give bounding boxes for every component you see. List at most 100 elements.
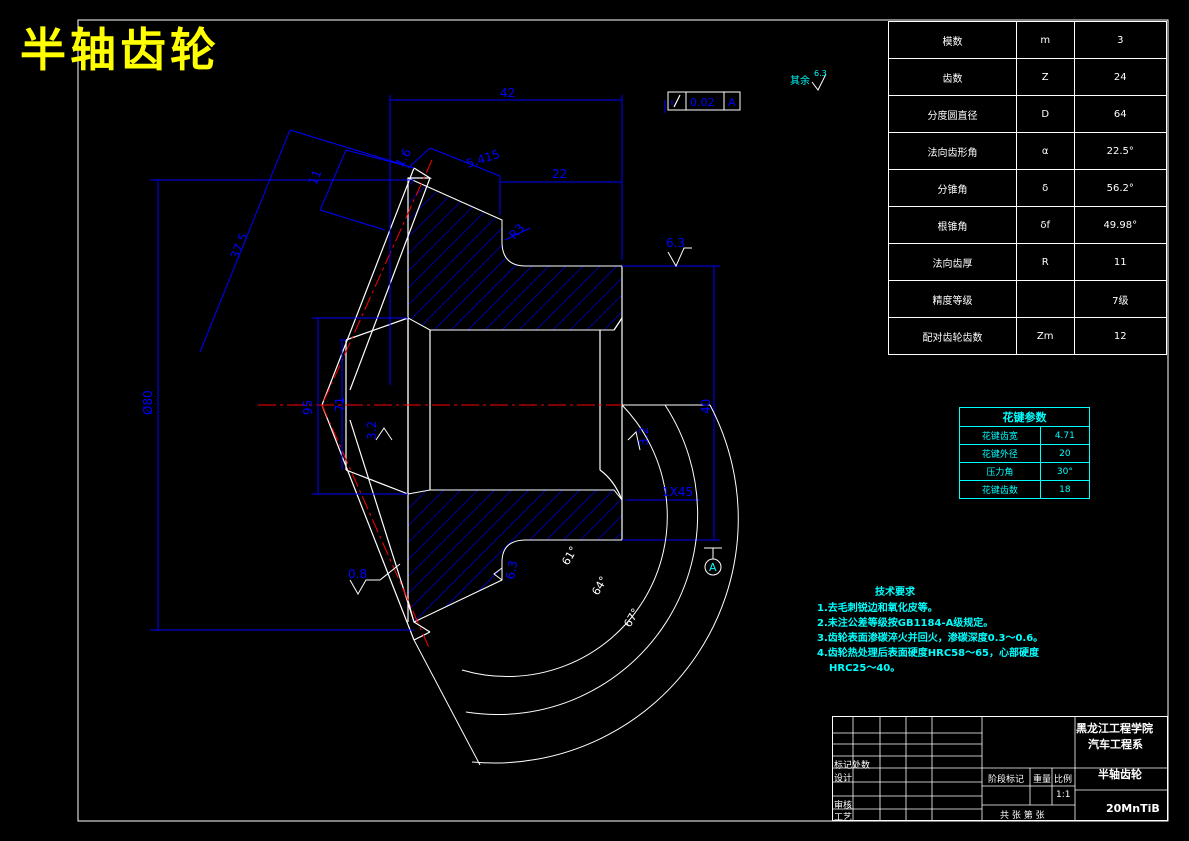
rest-roughness: 其余 — [790, 74, 810, 87]
title-block — [832, 716, 1168, 821]
dim-63-top: 6.3 — [666, 236, 685, 250]
gear-param-symbol: Z — [1015, 58, 1075, 96]
tech-requirements-title: 技术要求 — [875, 587, 915, 598]
gear-param-value: 11 — [1073, 243, 1168, 281]
gear-param-value: 12 — [1073, 317, 1168, 355]
gear-param-name: 根锥角 — [888, 206, 1017, 244]
gear-param-symbol — [1015, 280, 1075, 318]
gear-param-symbol: Zm — [1015, 317, 1075, 355]
gear-param-symbol: δ — [1015, 169, 1075, 207]
tech-requirement-item: 3.齿轮表面渗碳淬火并回火，渗碳深度0.3～0.6。 — [817, 633, 1044, 644]
gear-param-value: 3 — [1073, 21, 1168, 59]
gear-param-row: 精度等级 7级 — [888, 280, 1168, 318]
dim-08: 0.8 — [348, 567, 367, 581]
scale-label: 比例 — [1054, 775, 1073, 785]
dim-r3: R3 — [506, 221, 527, 242]
gear-param-name: 分度圆直径 — [888, 95, 1017, 133]
dim-5415: 5.415 — [465, 147, 502, 171]
spline-param-value: 30° — [1039, 462, 1091, 481]
weight-label: 重量 — [1033, 775, 1052, 785]
drawing-border — [77, 19, 1169, 822]
spline-param-value: 20 — [1039, 444, 1091, 463]
spline-param-name: 花键齿宽 — [959, 426, 1041, 445]
check-label: 审核 — [834, 801, 853, 811]
process-label: 工艺 — [834, 813, 853, 823]
spline-param-value: 4.71 — [1039, 426, 1091, 445]
gear-param-value: 7级 — [1073, 280, 1168, 318]
upper-hatch-section — [407, 177, 623, 331]
tech-requirements: 技术要求 1.去毛刺锐边和氧化皮等。 2.未注公差等级按GB1184-A级规定。… — [817, 585, 1043, 676]
rest-roughness-value: 6.3 — [814, 69, 827, 78]
tech-requirement-item: 1.去毛刺锐边和氧化皮等。 — [817, 603, 938, 614]
material: 20MnTiB — [1106, 802, 1160, 815]
drawing-title: 半轴齿轮 — [20, 23, 220, 77]
pitch-cone-line-upper — [321, 159, 433, 406]
pitch-cone-line-lower — [321, 404, 431, 651]
dim-42: 42 — [500, 86, 515, 100]
scale-value: 1:1 — [1056, 790, 1071, 800]
tolerance-ref: A — [728, 96, 736, 109]
tech-requirement-item: 4.齿轮热处理后表面硬度HRC58～65，心部硬度 — [817, 648, 1039, 659]
dim-61: 61° — [559, 544, 580, 567]
tolerance-value: 0.02 — [690, 96, 715, 109]
gear-param-symbol: α — [1015, 132, 1075, 170]
tech-requirement-item: 2.未注公差等级按GB1184-A级规定。 — [817, 618, 994, 629]
gear-param-value: 49.98° — [1073, 206, 1168, 244]
design-label: 设计 — [834, 774, 853, 784]
gear-param-symbol: D — [1015, 95, 1075, 133]
tolerance-frame — [667, 91, 741, 111]
dim-375: 37.5 — [228, 231, 251, 261]
title-block-lines — [832, 716, 1168, 821]
spline-param-name: 压力角 — [959, 462, 1041, 481]
dimension-lines — [150, 95, 720, 631]
gear-param-value: 24 — [1073, 58, 1168, 96]
gear-param-symbol: δf — [1015, 206, 1075, 244]
gear-param-name: 精度等级 — [888, 280, 1017, 318]
dim-40: 40 — [699, 399, 713, 414]
stage-label: 阶段标记 — [988, 775, 1025, 785]
gear-param-name: 模数 — [888, 21, 1017, 59]
gear-param-name: 分锥角 — [888, 169, 1017, 207]
gear-param-value: 56.2° — [1073, 169, 1168, 207]
mark-label: 标记处数 — [834, 761, 871, 771]
runout-icon — [673, 94, 681, 108]
gear-param-name: 法向齿厚 — [888, 243, 1017, 281]
datum-label: A — [709, 561, 717, 574]
dim-32b: 3.2 — [637, 427, 651, 446]
dim-22: 22 — [552, 167, 567, 181]
dim-95: 95 — [301, 400, 315, 415]
dim-71: 71 — [333, 397, 347, 412]
dim-11: 11 — [306, 168, 325, 187]
gear-param-name: 法向齿形角 — [888, 132, 1017, 170]
dept-name: 汽车工程系 — [1088, 738, 1143, 751]
spline-table-title: 花键参数 — [959, 407, 1090, 427]
spline-param-name: 花键外径 — [959, 444, 1041, 463]
gear-param-value: 64 — [1073, 95, 1168, 133]
dim-64: 64° — [589, 574, 610, 597]
gear-param-symbol: m — [1015, 21, 1075, 59]
part-name: 半轴齿轮 — [1098, 768, 1142, 781]
gear-param-name: 配对齿轮齿数 — [888, 317, 1017, 355]
dim-chamfer: 1X45 — [662, 485, 693, 499]
roughness-symbols — [349, 73, 827, 596]
sheets-label: 共 张 第 张 — [1000, 811, 1045, 821]
dim-63b: 6.3 — [503, 559, 520, 580]
gear-param-value: 22.5° — [1073, 132, 1168, 170]
lower-hatch-section — [407, 489, 623, 623]
dim-80: Ø80 — [141, 390, 155, 415]
school-name: 黑龙江工程学院 — [1076, 722, 1153, 735]
gear-param-name: 齿数 — [888, 58, 1017, 96]
dim-32a: 3.2 — [365, 421, 379, 440]
gear-param-symbol: R — [1015, 243, 1075, 281]
